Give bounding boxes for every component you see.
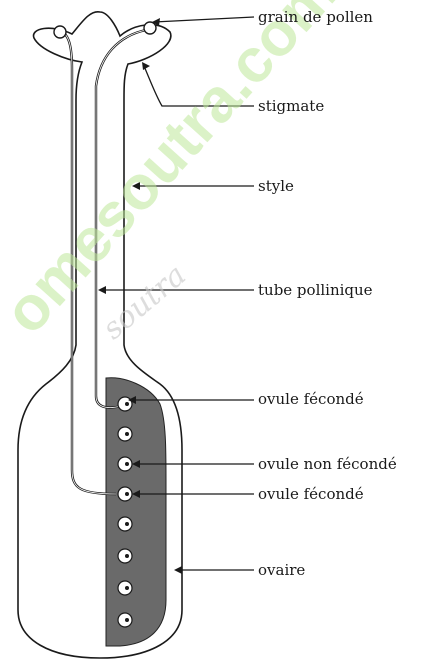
leader-grain-de-pollen	[154, 17, 254, 22]
placenta-region	[106, 378, 166, 646]
label-style: style	[258, 177, 294, 195]
pollen-grain-right	[144, 22, 156, 34]
label-ovaire: ovaire	[258, 561, 305, 579]
label-grain-de-pollen: grain de pollen	[258, 8, 373, 26]
leader-stigmate	[144, 66, 254, 106]
pollen-grain-left	[54, 26, 66, 38]
label-stigmate: stigmate	[258, 97, 324, 115]
label-ovule-feconde-1: ovule fécondé	[258, 390, 364, 408]
label-ovule-non-feconde: ovule non fécondé	[258, 455, 397, 473]
label-ovule-feconde-2: ovule fécondé	[258, 485, 364, 503]
label-tube-pollinique: tube pollinique	[258, 281, 373, 299]
